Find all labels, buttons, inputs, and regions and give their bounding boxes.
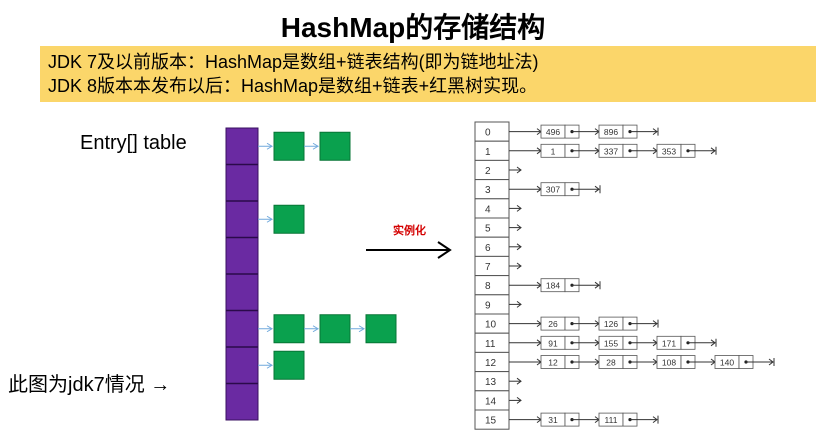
note-line-jdk7: JDK 7及以前版本：HashMap是数组+链表结构(即为链地址法)	[48, 52, 539, 72]
null-arrowhead	[710, 339, 716, 347]
node-value: 353	[662, 146, 676, 156]
page-title: HashMap的存储结构	[280, 12, 546, 43]
node-value: 171	[662, 338, 676, 348]
version-note: JDK 7及以前版本：HashMap是数组+链表结构(即为链地址法) JDK 8…	[40, 46, 816, 102]
bucket-index: 3	[485, 185, 491, 196]
entry-node	[273, 350, 305, 380]
node-value: 12	[548, 358, 558, 368]
pointer-arrowhead	[516, 166, 522, 174]
bucket-index: 6	[485, 243, 491, 254]
bucket-index: 10	[485, 320, 497, 331]
bucket-cell	[474, 179, 510, 200]
bucket-index: 0	[485, 128, 491, 139]
bucket-index: 2	[485, 166, 491, 177]
bucket-index: 9	[485, 300, 491, 311]
null-arrowhead	[652, 128, 658, 136]
entry-node	[273, 204, 305, 234]
node-value: 896	[604, 127, 618, 137]
node-value: 155	[604, 338, 618, 348]
node-value: 1	[551, 146, 556, 156]
chain-arrowhead	[312, 142, 319, 150]
pointer-arrowhead	[516, 224, 522, 232]
bucket-cell	[474, 140, 510, 161]
bucket-index: 8	[485, 281, 491, 292]
bucket-index: 14	[485, 396, 497, 407]
node-value: 140	[720, 358, 734, 368]
bucket-index: 12	[485, 358, 497, 369]
node-value: 28	[606, 358, 616, 368]
node-value: 307	[546, 185, 560, 195]
bucket-index: 7	[485, 262, 491, 273]
bucket-cell	[474, 294, 510, 315]
bucket-index: 11	[485, 339, 496, 350]
bucket-cell	[474, 159, 510, 181]
chain-arrowhead	[266, 361, 273, 369]
node-value: 31	[548, 415, 558, 425]
instantiate-arrow	[366, 241, 452, 259]
entry-node	[273, 131, 305, 161]
null-arrowhead	[652, 320, 658, 328]
bucket-cell	[474, 275, 510, 296]
entry-node	[319, 131, 351, 161]
chain-arrowhead	[266, 325, 273, 333]
pointer-arrowhead	[516, 300, 522, 308]
chain-arrowhead	[358, 325, 365, 333]
bucket-index: 5	[485, 224, 491, 235]
pointer-arrowhead	[516, 396, 522, 404]
entry-table-label: Entry[] table	[80, 132, 187, 154]
pointer-arrowhead	[516, 377, 522, 385]
node-value: 26	[548, 319, 558, 329]
pointer-arrowhead	[516, 262, 522, 270]
null-arrowhead	[652, 416, 658, 424]
bucket-index: 13	[485, 377, 497, 388]
node-value: 111	[605, 415, 618, 425]
chain-arrowhead	[312, 325, 319, 333]
entry-node	[319, 314, 351, 344]
pointer-arrowhead	[516, 243, 522, 251]
bucket-cell	[474, 217, 510, 238]
bucket-index: 1	[485, 147, 491, 158]
bucket-index: 15	[485, 416, 497, 427]
null-arrowhead	[594, 281, 600, 289]
pointer-arrowhead	[516, 204, 522, 212]
chain-arrowhead	[266, 142, 273, 150]
null-arrowhead	[710, 147, 716, 155]
instantiate-label: 实例化	[393, 225, 426, 237]
bucket-cell	[474, 198, 510, 219]
node-value: 108	[662, 358, 676, 368]
null-arrowhead	[594, 185, 600, 193]
node-value: 91	[548, 338, 558, 348]
note-line-jdk8: JDK 8版本本发布以后：HashMap是数组+链表+红黑树实现。	[48, 76, 538, 96]
node-value: 337	[604, 146, 618, 156]
bucket-cell	[474, 255, 510, 277]
node-value: 184	[546, 281, 560, 291]
null-arrowhead	[768, 358, 774, 366]
entry-node	[273, 314, 305, 344]
jdk7-caption: 此图为jdk7情况 →	[8, 374, 171, 396]
bucket-cell	[474, 121, 510, 142]
bucket-index: 4	[485, 204, 491, 215]
node-value: 496	[546, 127, 560, 137]
left-structure	[225, 127, 397, 421]
bucket-cell	[474, 236, 510, 257]
node-value: 126	[604, 319, 618, 329]
entry-node	[365, 314, 397, 344]
chain-arrowhead	[266, 215, 273, 223]
